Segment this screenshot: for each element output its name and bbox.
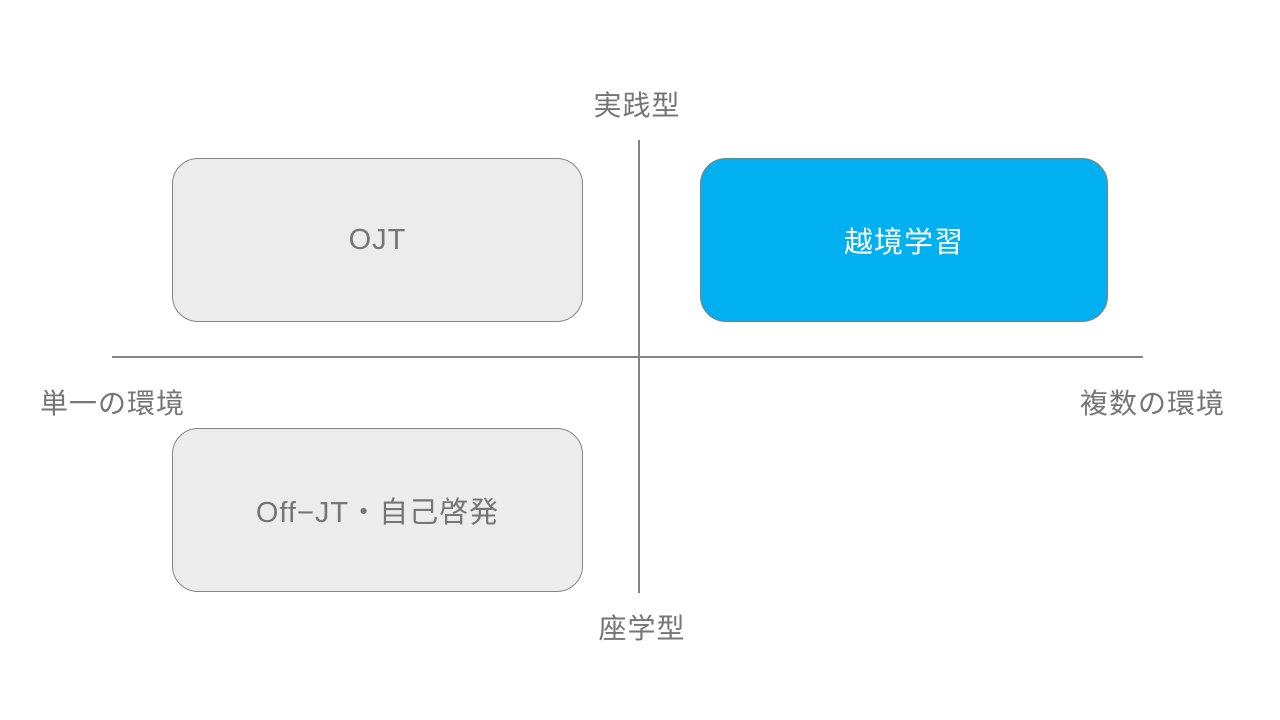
quadrant-box-offjt-self-development: Off−JT・自己啓発 [172, 428, 583, 592]
quadrant-box-offjt-self-development-label: Off−JT・自己啓発 [255, 497, 500, 529]
quadrant-box-cross-boundary-learning: 越境学習 [700, 158, 1108, 322]
quadrant-box-cross-boundary-learning-label: 越境学習 [843, 227, 964, 259]
quadrant-box-ojt-label: OJT [348, 223, 407, 256]
axis-label-top: 実践型 [593, 90, 681, 121]
quadrant-box-ojt: OJT [172, 158, 583, 322]
horizontal-axis-line [112, 356, 1143, 358]
axis-label-right: 複数の環境 [1079, 388, 1225, 419]
axis-label-left: 単一の環境 [40, 388, 186, 419]
vertical-axis-line [638, 140, 640, 593]
axis-label-bottom: 座学型 [598, 613, 686, 644]
